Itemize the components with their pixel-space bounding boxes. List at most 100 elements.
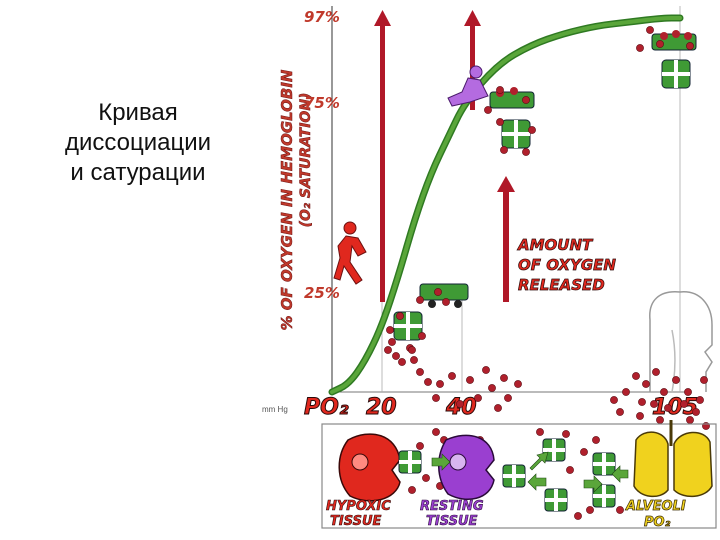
red-blood-cell-icon [522, 96, 530, 104]
red-blood-cell-icon [422, 474, 430, 482]
running-person-icon [333, 221, 367, 285]
red-blood-cell-icon [410, 356, 418, 364]
red-blood-cell-icon [636, 412, 644, 420]
red-blood-cell-icon [418, 332, 426, 340]
red-blood-cell-icon [496, 118, 504, 126]
red-blood-cell-icon [408, 486, 416, 494]
red-blood-cells [384, 26, 710, 520]
red-blood-cell-icon [392, 352, 400, 360]
red-blood-cell-icon [436, 380, 444, 388]
hemoglobin-icon-resting [502, 464, 526, 488]
arrow-amount-released [497, 176, 515, 302]
red-blood-cell-icon [424, 378, 432, 386]
red-blood-cell-icon [466, 376, 474, 384]
red-blood-cell-icon [580, 448, 588, 456]
red-blood-cell-icon [660, 388, 668, 396]
red-blood-cell-icon [574, 512, 582, 520]
red-blood-cell-icon [500, 146, 508, 154]
red-blood-cell-icon [632, 372, 640, 380]
red-blood-cell-icon [638, 398, 646, 406]
y-axis-label: % OF OXYGEN IN HEMOGLOBIN (O₂ SATURATION… [278, 69, 315, 331]
red-blood-cell-icon [664, 404, 672, 412]
hemoglobin-icon-mid [501, 119, 531, 149]
red-blood-cell-icon [680, 400, 688, 408]
red-blood-cell-icon [484, 106, 492, 114]
x-tick-40: 40 [445, 395, 477, 420]
red-blood-cell-icon [416, 442, 424, 450]
red-blood-cell-icon [562, 430, 570, 438]
red-blood-cell-icon [586, 506, 594, 514]
red-blood-cell-icon [396, 312, 404, 320]
resting-tissue-cell [438, 434, 495, 501]
red-blood-cell-icon [622, 388, 630, 396]
alveoli-lungs [633, 420, 713, 498]
red-blood-cell-icon [592, 436, 600, 444]
head-silhouette-icon [649, 291, 713, 393]
y-tick-25: 25% [304, 284, 340, 302]
hemoglobin-icon-top-right [661, 59, 691, 89]
red-blood-cell-icon [636, 44, 644, 52]
y-axis-label-line2: (O₂ SATURATION) [298, 93, 314, 228]
resting-person-icon [447, 65, 489, 107]
red-blood-cell-icon [656, 40, 664, 48]
hemoglobin-icon-hypoxic [398, 450, 422, 474]
x-axis-label: PO₂ [304, 395, 349, 420]
red-blood-cell-icon [408, 346, 416, 354]
red-blood-cell-icon [650, 400, 658, 408]
title-line-3: и сатурации [70, 159, 206, 186]
red-blood-cell-icon [536, 428, 544, 436]
red-blood-cell-icon [522, 148, 530, 156]
released-label-line1: AMOUNT [517, 236, 594, 254]
resting-label-line2: TISSUE [426, 514, 478, 529]
x-units-label: mm Hg [262, 405, 288, 414]
red-blood-cell-icon [646, 26, 654, 34]
red-blood-cell-icon [686, 42, 694, 50]
y-tick-97: 97% [304, 8, 340, 26]
released-label-line3: RELEASED [518, 276, 605, 294]
red-blood-cell-icon [482, 366, 490, 374]
alveoli-label-line1: ALVEOLI [625, 499, 686, 514]
red-blood-cell-icon [442, 298, 450, 306]
red-blood-cell-icon [692, 408, 700, 416]
hemoglobin-icon-transit-1 [542, 438, 566, 462]
red-blood-cell-icon [432, 394, 440, 402]
red-blood-cell-icon [488, 384, 496, 392]
red-blood-cell-icon [500, 374, 508, 382]
red-blood-cell-icon [652, 368, 660, 376]
red-blood-cell-icon [448, 372, 456, 380]
red-blood-cell-icon [566, 466, 574, 474]
hemoglobin-icon-transit-4 [592, 484, 616, 508]
hemoglobin-icon-transit-3 [592, 452, 616, 476]
red-blood-cell-icon [642, 380, 650, 388]
arrow-hypoxic-release [374, 10, 391, 302]
red-blood-cell-icon [434, 288, 442, 296]
red-blood-cell-icon [474, 394, 482, 402]
red-blood-cell-icon [528, 126, 536, 134]
red-blood-cell-icon [700, 376, 708, 384]
title-line-2: диссоциации [64, 129, 212, 156]
red-blood-cell-icon [610, 396, 618, 404]
red-blood-cell-icon [616, 408, 624, 416]
resting-label-line1: RESTING [420, 499, 484, 514]
red-blood-cell-icon [672, 376, 680, 384]
flow-arrows [431, 451, 629, 493]
x-tick-20: 20 [366, 395, 397, 420]
hypoxic-label-line2: TISSUE [330, 514, 382, 529]
hypoxic-tissue-cell [338, 433, 401, 502]
red-blood-cell-icon [388, 338, 396, 346]
slide-title: Кривая диссоциации и сатурации [28, 98, 248, 188]
red-blood-cell-icon [616, 506, 624, 514]
hypoxic-label-line1: HYPOXIC [326, 499, 391, 514]
alveoli-label-line2: PO₂ [644, 515, 671, 530]
red-blood-cell-icon [684, 388, 692, 396]
red-blood-cell-icon [432, 428, 440, 436]
red-blood-cell-icon [494, 404, 502, 412]
oxygen-truck-mid-icon [489, 87, 535, 109]
title-line-1: Кривая [98, 99, 178, 126]
y-axis-label-line1: % OF OXYGEN IN HEMOGLOBIN [278, 69, 296, 330]
red-blood-cell-icon [496, 86, 504, 94]
red-blood-cell-icon [416, 296, 424, 304]
bottom-panel-frame [321, 423, 717, 529]
red-blood-cell-icon [384, 346, 392, 354]
